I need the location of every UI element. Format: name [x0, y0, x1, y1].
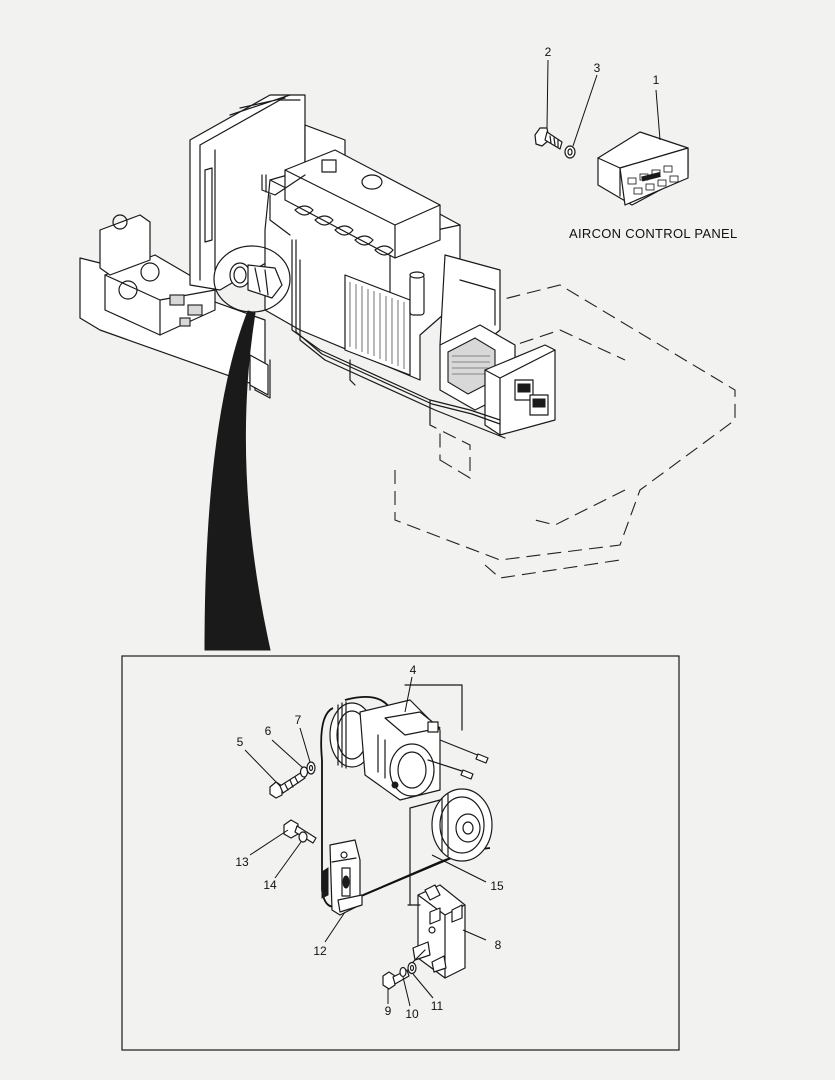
bolt-part-5 — [269, 771, 306, 799]
valve-cover — [284, 149, 441, 259]
callout-15: 15 — [490, 879, 504, 893]
callout-3: 3 — [593, 61, 601, 75]
compressor-small — [229, 262, 283, 299]
aircon-control-panel-assembly — [534, 127, 689, 206]
platform-outline — [394, 284, 736, 561]
crank-pulley — [431, 788, 493, 862]
callout-1: 1 — [652, 73, 660, 87]
caption-aircon-control-panel: AIRCON CONTROL PANEL — [569, 226, 738, 241]
callout-8: 8 — [494, 938, 502, 952]
callout-2: 2 — [544, 45, 552, 59]
callout-14: 14 — [263, 878, 277, 892]
washer-part-10 — [399, 966, 407, 978]
detail-pointer — [204, 310, 271, 651]
intake-manifold — [294, 205, 394, 256]
callout-10: 10 — [405, 1007, 419, 1021]
callout-13: 13 — [235, 855, 249, 869]
tensioner-bracket-part-12 — [321, 839, 363, 916]
control-panel-part-1 — [597, 131, 689, 206]
washer-part-3 — [564, 145, 576, 159]
screw-part-2 — [534, 127, 563, 150]
callout-6: 6 — [264, 724, 272, 738]
callout-12: 12 — [313, 944, 327, 958]
callout-7: 7 — [294, 713, 302, 727]
callout-9: 9 — [384, 1004, 392, 1018]
washer-part-14 — [298, 831, 308, 843]
callout-5: 5 — [236, 735, 244, 749]
detail-frame — [121, 655, 680, 1051]
washer-part-7 — [306, 761, 316, 775]
callout-11: 11 — [430, 999, 444, 1013]
receiver-drier — [409, 274, 425, 316]
washer-part-11 — [407, 961, 417, 975]
mounting-plate-part-8 — [412, 884, 466, 979]
callout-4: 4 — [409, 663, 417, 677]
compressor-part-4 — [359, 699, 441, 801]
compressor-detail — [269, 684, 493, 990]
bracket-left — [99, 214, 151, 276]
machine-assembly — [79, 94, 736, 579]
condenser — [344, 274, 411, 376]
refrigerant-hoses — [261, 174, 506, 439]
leaders-detail — [244, 676, 487, 1007]
leaders-upper — [546, 59, 661, 147]
